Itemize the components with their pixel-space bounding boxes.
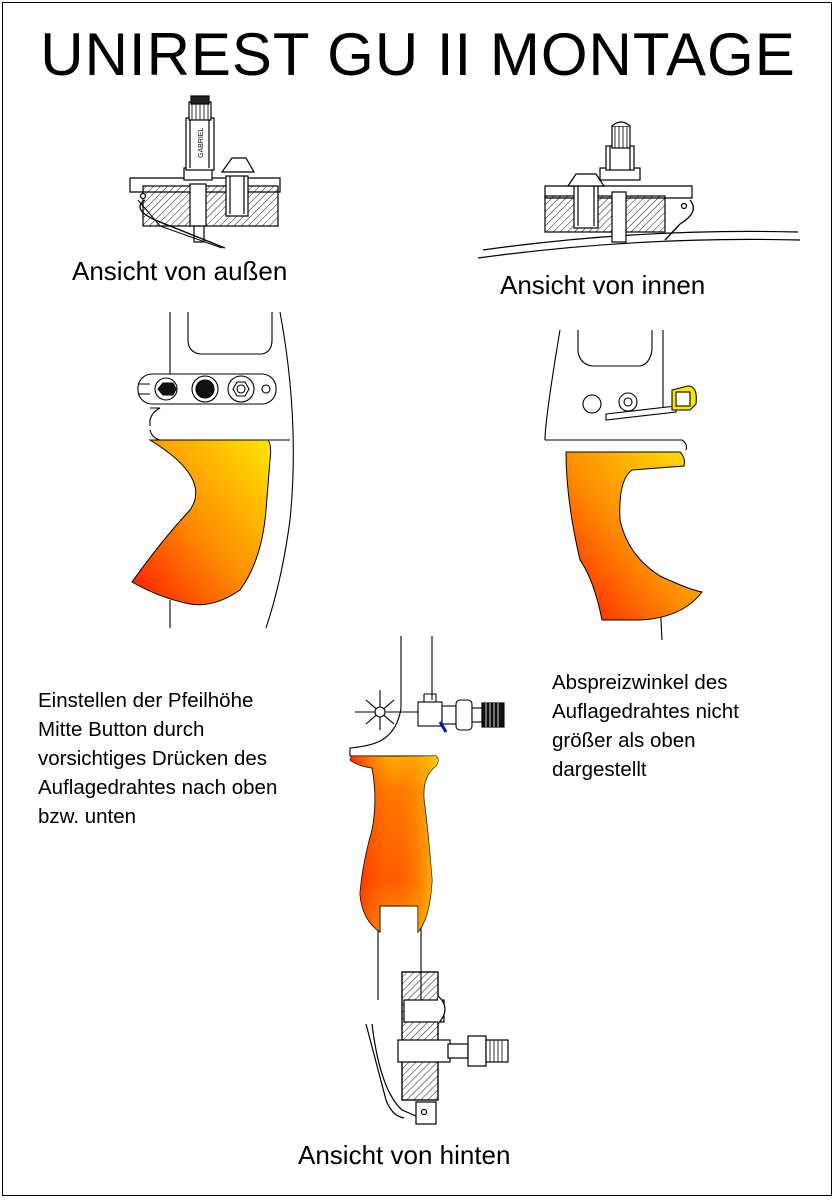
grip-outside — [131, 439, 272, 606]
grip-front-shading — [350, 756, 438, 932]
caption-back-view: Ansicht von hinten — [298, 1140, 511, 1170]
riser-outside-drawing — [137, 311, 294, 629]
note-line: bzw. unten — [38, 805, 137, 828]
inside-view-drawing — [477, 121, 801, 259]
grip-inside — [565, 451, 703, 621]
caption-inside-view: Ansicht von innen — [500, 270, 706, 300]
note-arrow-height: Einstellen der Pfeilhöhe Mitte Button du… — [38, 686, 277, 831]
svg-text:GABRIEL: GABRIEL — [198, 128, 205, 158]
note-line: vorsichtiges Drücken des — [38, 747, 268, 770]
note-spread-angle: Abspreizwinkel des Auflagedrahtes nicht … — [552, 668, 739, 784]
note-line: größer als oben — [552, 729, 696, 752]
note-line: Mitte Button durch — [38, 718, 205, 741]
note-line: Abspreizwinkel des — [552, 671, 728, 694]
back-view-drawing — [365, 971, 509, 1125]
front-view-drawing — [349, 636, 505, 1000]
note-line: dargestellt — [552, 758, 647, 781]
note-line: Einstellen der Pfeilhöhe — [38, 689, 254, 712]
riser-inside-drawing — [544, 329, 697, 641]
outside-view-drawing: GABRIEL — [129, 95, 281, 249]
note-line: Auflagedrahtes nicht — [552, 700, 739, 723]
caption-outside-view: Ansicht von außen — [72, 256, 288, 286]
page-title: UNIREST GU II MONTAGE — [40, 21, 796, 88]
note-line: Auflagedrahtes nach oben — [38, 776, 278, 799]
